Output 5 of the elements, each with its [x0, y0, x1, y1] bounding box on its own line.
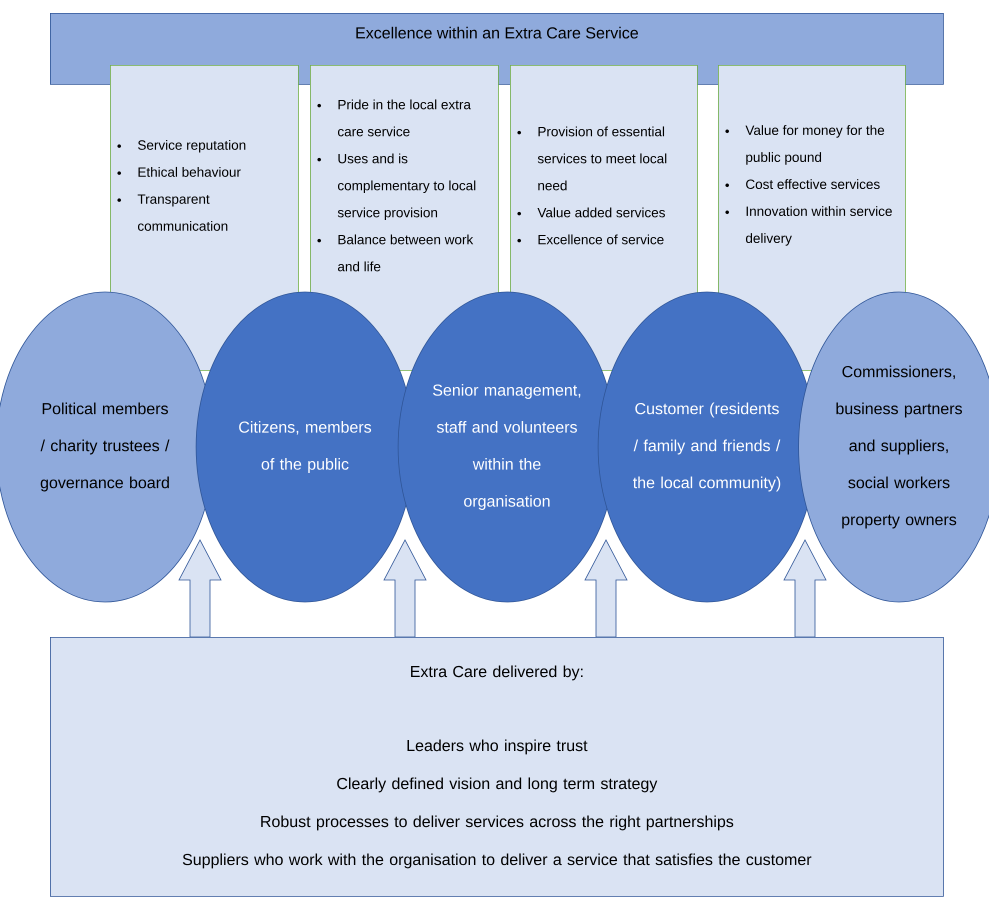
block-arrow — [584, 539, 628, 638]
block-arrow — [178, 539, 222, 638]
block-arrow — [783, 539, 827, 638]
delivery-box: Extra Care delivered by: Leaders who inspire trust Clearly defined vision and long term strategy Robust processes to deliver services across the right partnerships Suppliers who work with the organisation to deliver a service that satisfies the customer — [50, 637, 944, 897]
block-arrow — [383, 539, 427, 638]
